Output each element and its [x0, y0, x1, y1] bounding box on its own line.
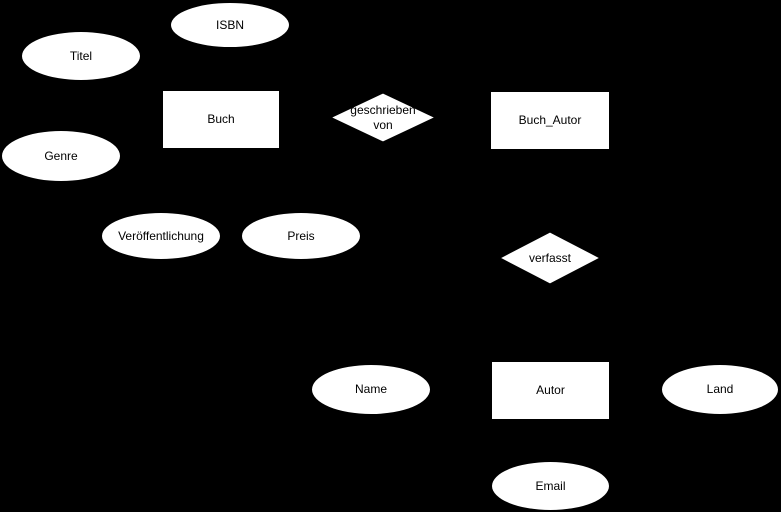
- attribute-titel-label: Titel: [69, 48, 93, 63]
- relationship-geschrieben-von-label: geschrieben von: [350, 103, 416, 132]
- attribute-email-label: Email: [535, 478, 566, 493]
- attribute-genre[interactable]: Genre: [1, 130, 121, 182]
- attribute-titel[interactable]: Titel: [21, 31, 141, 81]
- relationship-geschrieben-von[interactable]: geschrieben von: [331, 93, 435, 142]
- attribute-isbn-label: ISBN: [215, 17, 244, 32]
- attribute-land[interactable]: Land: [661, 364, 779, 415]
- attribute-email[interactable]: Email: [491, 461, 610, 511]
- attribute-name[interactable]: Name: [311, 364, 431, 415]
- entity-buch[interactable]: Buch: [162, 90, 280, 149]
- attribute-preis[interactable]: Preis: [241, 212, 361, 260]
- diamond-shape-icon: [331, 93, 435, 142]
- attribute-name-label: Name: [354, 382, 387, 397]
- attribute-land-label: Land: [706, 382, 734, 397]
- attribute-veroeffentlichung[interactable]: Veröffentlichung: [101, 212, 221, 260]
- attribute-veroeffentlichung-label: Veröffentlichung: [118, 228, 204, 243]
- entity-buch-label: Buch: [207, 112, 235, 127]
- entity-buch-autor[interactable]: Buch_Autor: [490, 91, 610, 150]
- diamond-shape-icon: [500, 232, 600, 284]
- entity-buch-autor-label: Buch_Autor: [518, 113, 582, 128]
- relationship-verfasst-label: verfasst: [528, 250, 571, 265]
- attribute-preis-label: Preis: [287, 228, 315, 243]
- attribute-isbn[interactable]: ISBN: [170, 2, 290, 48]
- entity-autor-label: Autor: [536, 383, 565, 398]
- attribute-genre-label: Genre: [44, 148, 78, 163]
- relationship-verfasst[interactable]: verfasst: [500, 232, 600, 284]
- entity-autor[interactable]: Autor: [491, 361, 610, 420]
